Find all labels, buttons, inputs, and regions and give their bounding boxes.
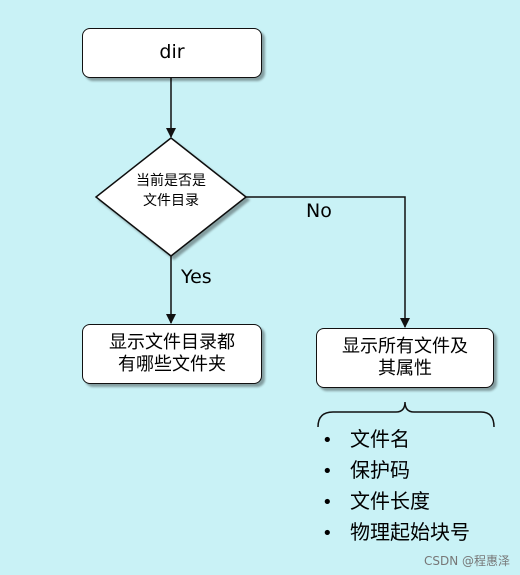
list-item: • 物理起始块号 <box>322 517 470 548</box>
attribute-brace <box>317 401 495 428</box>
start-node-dir: dir <box>82 28 262 78</box>
decision-label-line1: 当前是否是 <box>136 173 206 189</box>
decision-label: 当前是否是 文件目录 <box>96 172 246 211</box>
no-branch-line1: 显示所有文件及 <box>342 335 468 357</box>
start-node-label: dir <box>159 41 185 64</box>
bullet-icon: • <box>322 523 333 544</box>
no-branch-line2: 其属性 <box>378 358 432 379</box>
attribute-list: • 文件名 • 保护码 • 文件长度 • 物理起始块号 <box>322 424 470 548</box>
list-item: • 文件名 <box>322 424 470 455</box>
list-item: • 保护码 <box>322 455 470 486</box>
edge-no-label: No <box>306 200 332 222</box>
attribute-label: 文件长度 <box>350 489 430 513</box>
bullet-icon: • <box>322 492 333 513</box>
yes-branch-line2: 有哪些文件夹 <box>118 354 226 375</box>
decision-label-line2: 文件目录 <box>143 192 199 209</box>
attribute-label: 保护码 <box>350 458 410 482</box>
no-branch-node: 显示所有文件及 其属性 <box>316 328 494 388</box>
yes-branch-node: 显示文件目录都 有哪些文件夹 <box>82 324 262 384</box>
watermark: CSDN @程惠泽 <box>423 554 510 568</box>
list-item: • 文件长度 <box>322 486 470 517</box>
yes-branch-line1: 显示文件目录都 <box>109 331 235 353</box>
bullet-icon: • <box>322 461 333 482</box>
edge-no <box>246 196 410 328</box>
bullet-icon: • <box>322 430 333 451</box>
attribute-label: 物理起始块号 <box>350 520 470 544</box>
attribute-label: 文件名 <box>350 427 410 451</box>
edge-yes-label: Yes <box>181 266 212 288</box>
